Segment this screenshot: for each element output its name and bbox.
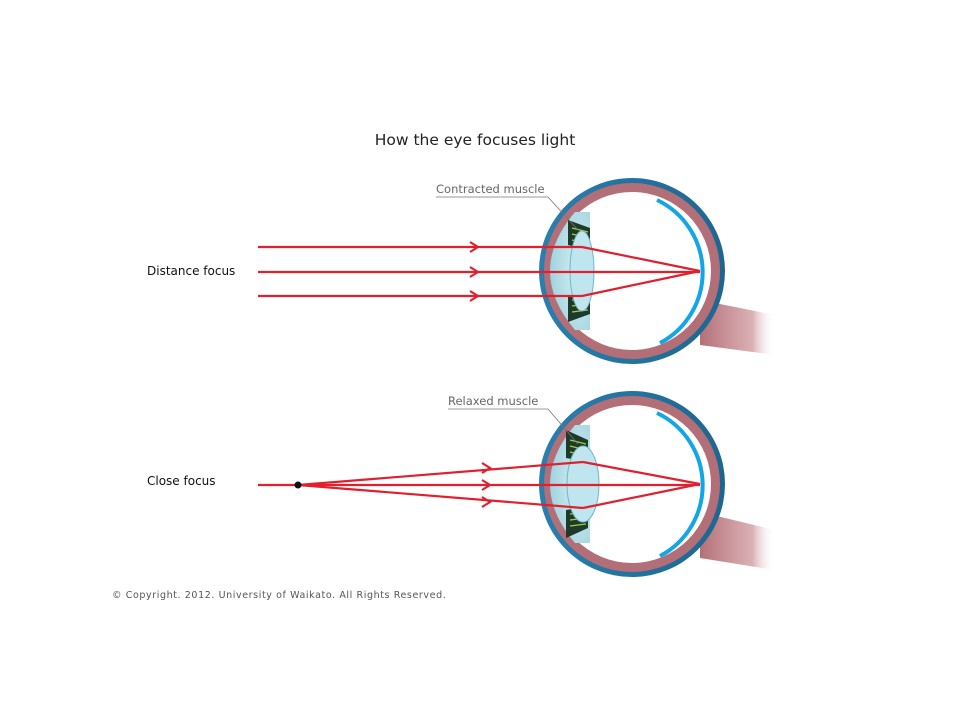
optic-nerve — [700, 512, 775, 570]
copyright-notice: © Copyright. 2012. University of Waikato… — [112, 590, 447, 601]
label-distance-focus: Distance focus — [147, 264, 236, 278]
arrowhead-icon — [469, 266, 481, 278]
arrowhead-icon — [469, 290, 481, 302]
arrowhead-icon — [481, 479, 493, 491]
retina — [656, 411, 705, 558]
ray-upper — [297, 460, 584, 487]
point-source-icon — [294, 481, 302, 489]
callout-leader-contracted — [436, 196, 579, 231]
diagram-title: How the eye focuses light — [374, 131, 576, 149]
rays-close — [258, 460, 701, 510]
rays-distance — [258, 241, 701, 302]
callout-leader-relaxed — [448, 408, 579, 445]
arrowhead-icon — [481, 496, 493, 508]
callout-relaxed-muscle: Relaxed muscle — [448, 394, 539, 408]
arrowhead-icon — [481, 462, 493, 474]
callout-contracted-muscle: Contracted muscle — [436, 182, 545, 196]
retina — [656, 198, 705, 345]
optic-nerve — [700, 300, 775, 355]
arrowhead-icon — [469, 241, 481, 253]
ray-lower — [297, 483, 584, 510]
label-close-focus: Close focus — [147, 474, 216, 488]
